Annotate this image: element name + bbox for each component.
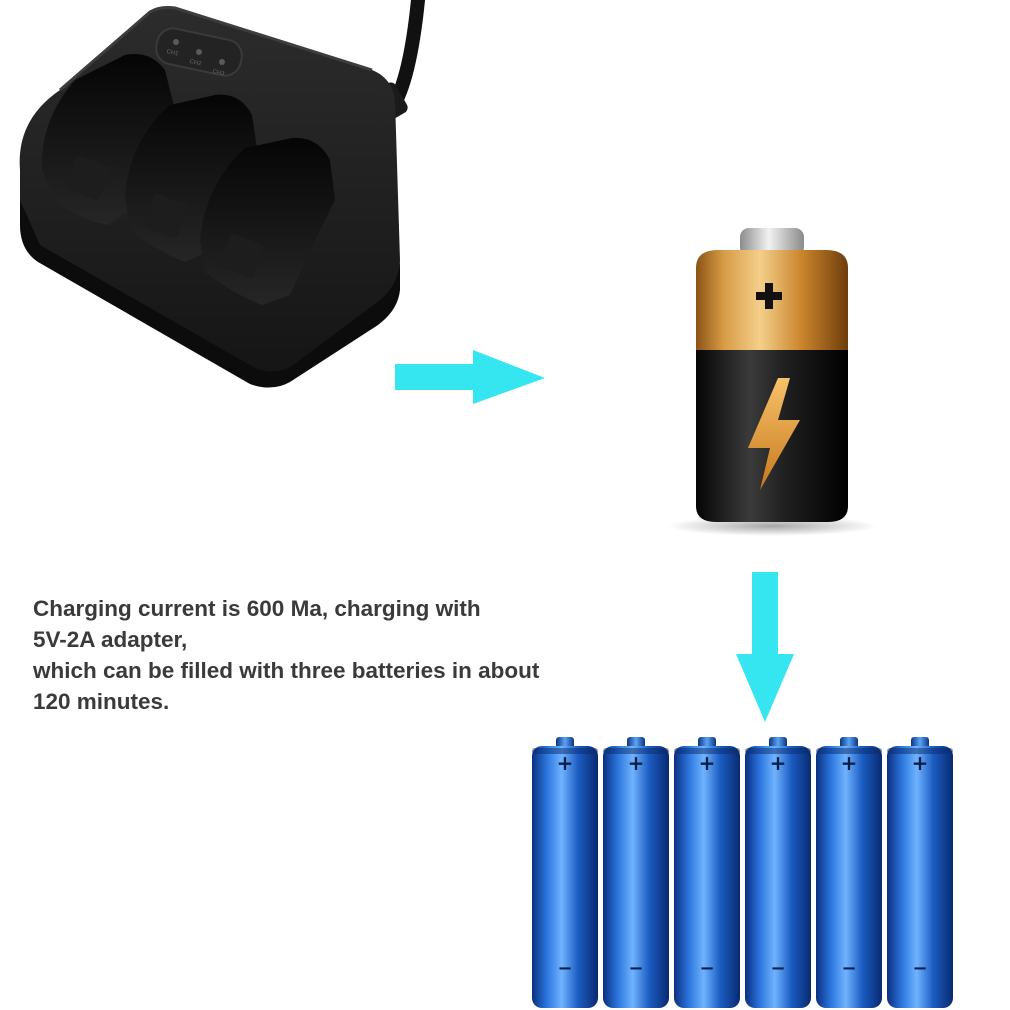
arrow-down-icon — [736, 572, 794, 722]
aa-battery-icon: +− — [745, 737, 811, 1008]
battery-plus-icon — [756, 283, 782, 309]
description-line-2: 5V-2A adapter, — [33, 627, 188, 652]
description-line-4: 120 minutes. — [33, 689, 170, 714]
arrow-right-icon — [395, 350, 545, 404]
aa-battery-icon: +− — [887, 737, 953, 1008]
lightning-battery-icon — [667, 228, 877, 536]
aa-battery-body — [674, 746, 740, 1008]
aa-battery-rim — [532, 748, 598, 754]
aa-battery-row: +−+−+−+−+−+− — [532, 737, 953, 1008]
aa-minus-label: − — [912, 958, 927, 979]
aa-battery-body — [816, 746, 882, 1008]
aa-battery-rim — [603, 748, 669, 754]
aa-plus-label: + — [699, 751, 716, 775]
aa-battery-body — [603, 746, 669, 1008]
aa-plus-label: + — [557, 751, 574, 775]
aa-battery-body — [887, 746, 953, 1008]
led-label-ch3: CH3 — [212, 69, 226, 78]
aa-plus-label: + — [628, 751, 645, 775]
aa-minus-label: − — [770, 958, 785, 979]
battery-terminal — [740, 228, 804, 256]
aa-battery-icon: +− — [816, 737, 882, 1008]
led-ch2 — [196, 49, 202, 55]
aa-battery-rim — [816, 748, 882, 754]
aa-battery-rim — [887, 748, 953, 754]
aa-minus-label: − — [841, 958, 856, 979]
triple-battery-charger-icon: CH1 CH2 CH3 — [19, 0, 425, 388]
charging-description: Charging current is 600 Ma, charging wit… — [33, 593, 633, 717]
aa-minus-label: − — [699, 958, 714, 979]
aa-minus-label: − — [557, 958, 572, 979]
charging-slot-3 — [200, 137, 335, 305]
aa-minus-label: − — [628, 958, 643, 979]
aa-plus-label: + — [841, 751, 858, 775]
aa-battery-body — [745, 746, 811, 1008]
aa-plus-label: + — [912, 751, 929, 775]
bolt-icon — [748, 378, 800, 490]
aa-plus-label: + — [770, 751, 787, 775]
aa-battery-icon: +− — [674, 737, 740, 1008]
charging-slot-1 — [41, 54, 175, 225]
description-line-3: which can be filled with three batteries… — [33, 658, 540, 683]
aa-battery-icon: +− — [603, 737, 669, 1008]
aa-battery-rim — [674, 748, 740, 754]
description-line-1: Charging current is 600 Ma, charging wit… — [33, 596, 481, 621]
led-ch3 — [219, 59, 225, 65]
led-label-ch1: CH1 — [166, 49, 180, 58]
led-ch1 — [173, 39, 179, 45]
led-label-ch2: CH2 — [189, 59, 203, 68]
aa-battery-body — [532, 746, 598, 1008]
charger-base — [20, 200, 400, 388]
aa-battery-icon: +− — [532, 737, 598, 1008]
aa-battery-rim — [745, 748, 811, 754]
